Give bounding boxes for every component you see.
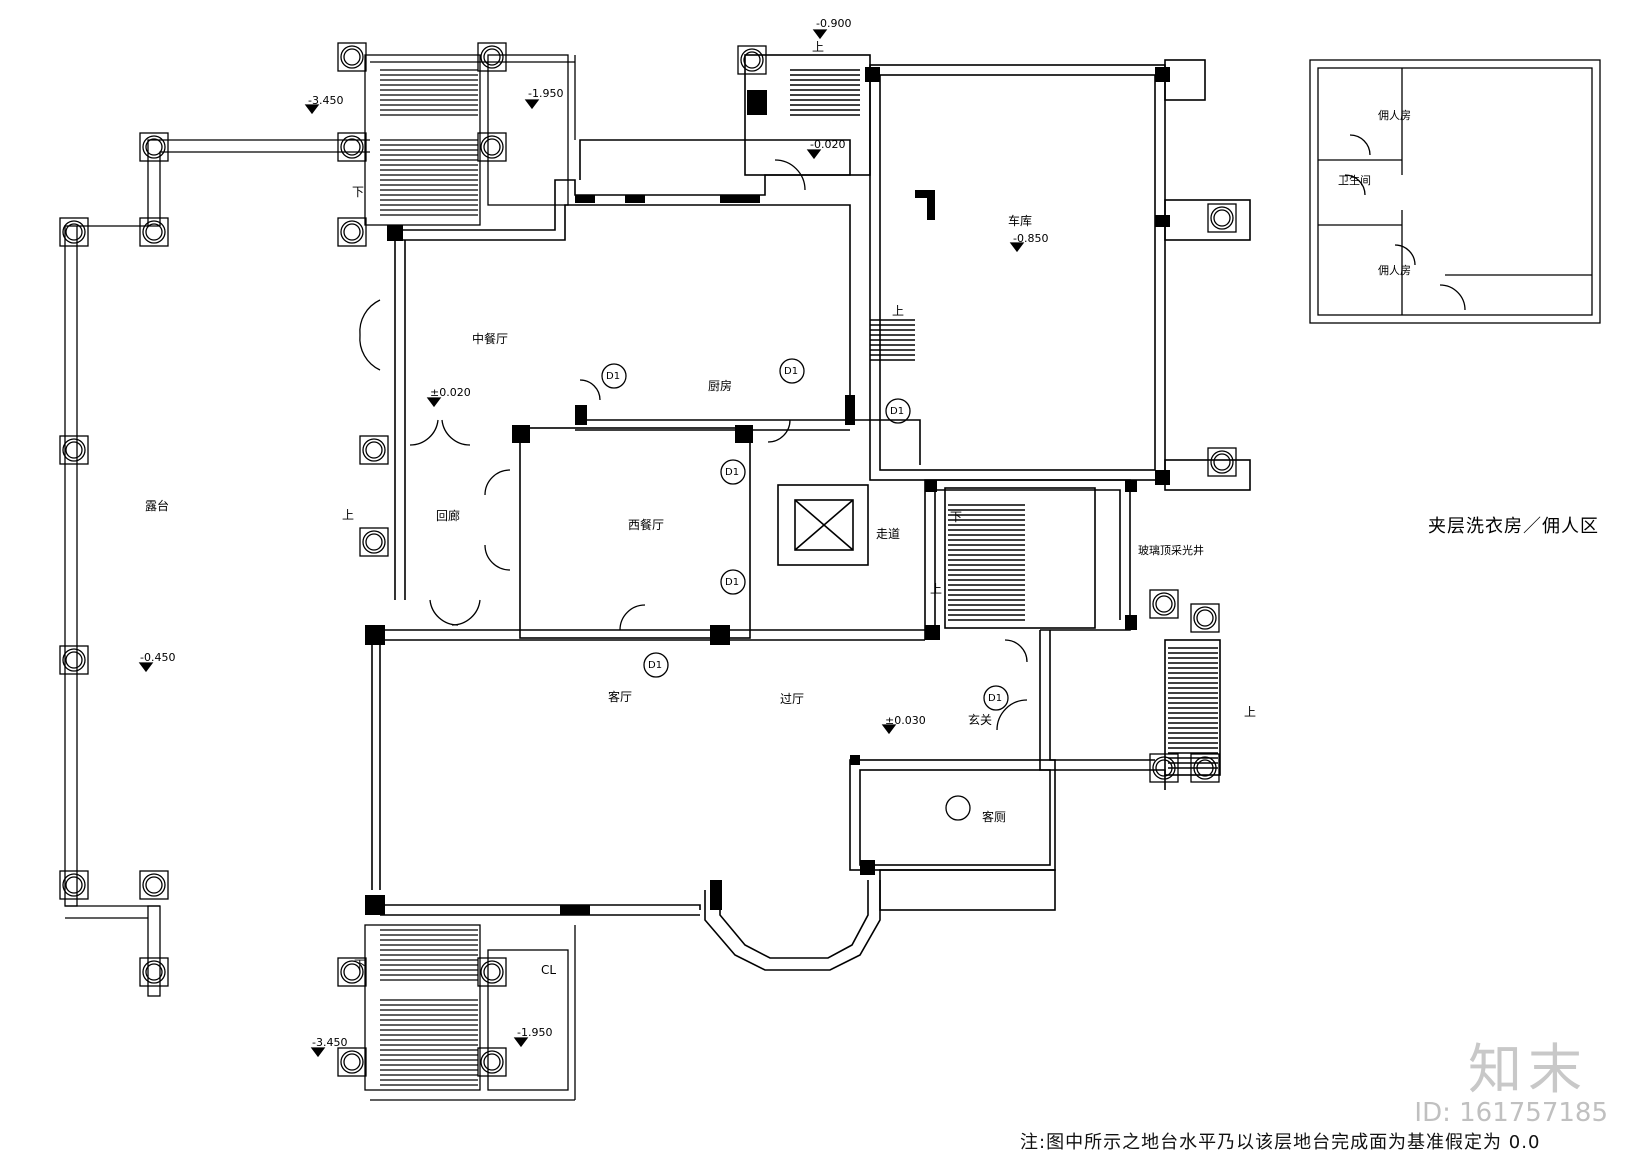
terrace-outline: [64, 139, 370, 997]
level-stair-sw-inner: -1.950: [517, 1026, 553, 1039]
column: [359, 435, 389, 465]
elevation-tag: D1: [648, 660, 663, 671]
column: [59, 645, 89, 675]
room-label-corridor: 回廊: [436, 509, 461, 523]
stair-mark-down: 下: [950, 510, 963, 524]
room-label-servant-room-1: 佣人房: [1378, 109, 1411, 122]
column: [737, 45, 767, 75]
watermark-id: ID: 161757185: [1414, 1098, 1608, 1128]
level-marker: [806, 149, 822, 160]
column: [1207, 447, 1237, 477]
centerline-mark: CL: [541, 963, 557, 977]
column: [139, 870, 169, 900]
level-top-stair: -0.900: [816, 17, 852, 30]
room-label-garage: 车库: [1008, 214, 1033, 228]
column: [337, 957, 367, 987]
column: [337, 132, 367, 162]
column: [337, 42, 367, 72]
column: [59, 435, 89, 465]
elevation-tag-circle: [779, 358, 805, 384]
elevation-tag: D1: [725, 577, 740, 588]
level-markers: [138, 29, 1025, 1058]
level-marker: [310, 1047, 326, 1058]
elevation-tag-circle: [885, 398, 911, 424]
columns: [59, 42, 1237, 1077]
stair-mark-up: 上: [342, 508, 355, 522]
column: [359, 527, 389, 557]
stair-northwest: [364, 54, 576, 226]
room-label-western-dining: 西餐厅: [628, 518, 665, 532]
room-label-guest-wc: 客厕: [982, 810, 1007, 824]
elevation-tag-circle: [601, 363, 627, 389]
wall-fills: [365, 67, 1170, 915]
stair-mark-down: 下: [352, 185, 365, 199]
column: [59, 217, 89, 247]
room-label-servant-room-2: 佣人房: [1378, 264, 1411, 277]
doors: [359, 134, 1466, 731]
stair-southwest: [364, 924, 576, 1101]
elevation-tag: D1: [606, 371, 621, 382]
stair-mark-up: 上: [1244, 705, 1257, 719]
level-marker: [812, 29, 828, 40]
room-label-foyer: 玄关: [968, 713, 993, 727]
drawing-note: 注:图中所示之地台水平乃以该层地台完成面为基准假定为 0.0: [1020, 1132, 1541, 1153]
column: [337, 1047, 367, 1077]
elevation-tag-circle: [945, 795, 971, 821]
level-chinese-dining: ±0.020: [430, 386, 471, 399]
column: [477, 957, 507, 987]
stair-mark-down: 下: [354, 958, 367, 972]
room-label-aisle: 走道: [876, 527, 901, 541]
level-marker: [881, 724, 897, 735]
level-stair-sw-outer: -3.450: [312, 1036, 348, 1049]
stair-mark-up: 上: [930, 582, 943, 596]
column: [477, 1047, 507, 1077]
inset-title: 夹层洗衣房／佣人区: [1428, 516, 1599, 537]
level-marker: [138, 662, 154, 673]
level-stair-nw-outer: -3.450: [308, 94, 344, 107]
level-kitchen-door: -0.020: [810, 138, 846, 151]
elevation-tag: D1: [725, 467, 740, 478]
room-label-bathroom: 卫生间: [1338, 174, 1371, 187]
column: [139, 217, 169, 247]
level-terrace: -0.450: [140, 651, 176, 664]
elevation-tag-circle: [643, 652, 669, 678]
elevation-tag: D1: [784, 366, 799, 377]
level-marker: [513, 1037, 529, 1048]
column: [1190, 603, 1220, 633]
stair-mark-up: 上: [892, 304, 905, 318]
room-label-kitchen: 厨房: [708, 379, 733, 393]
elevation-tag-circle: [720, 569, 746, 595]
watermark: 知末: [1468, 1038, 1588, 1101]
room-label-living-room: 客厅: [608, 690, 633, 704]
level-hall: ±0.030: [885, 714, 926, 727]
column: [59, 870, 89, 900]
stair-mark-up: 上: [812, 40, 825, 54]
room-label-terrace: 露台: [145, 499, 170, 513]
room-label-chinese-dining: 中餐厅: [472, 332, 509, 346]
inset-plan: [1309, 59, 1601, 324]
level-marker: [304, 104, 320, 115]
column: [1149, 589, 1179, 619]
column: [139, 132, 169, 162]
elevation-tag: D1: [890, 406, 905, 417]
elevation-tag-circle: [720, 459, 746, 485]
exterior-walls: [371, 54, 1251, 971]
column: [337, 217, 367, 247]
column: [477, 132, 507, 162]
elevation-tag: D1: [988, 693, 1003, 704]
level-marker: [1009, 242, 1025, 253]
column: [139, 957, 169, 987]
level-garage: -0.850: [1013, 232, 1049, 245]
level-marker: [426, 397, 442, 408]
room-label-hall: 过厅: [780, 692, 805, 706]
level-marker: [524, 99, 540, 110]
room-label-glass-skylight: 玻璃顶采光井: [1138, 544, 1204, 557]
column: [477, 42, 507, 72]
column: [1207, 203, 1237, 233]
level-stair-nw-inner: -1.950: [528, 87, 564, 100]
elevation-tags: [601, 358, 1009, 821]
elevation-tag-circle: [983, 685, 1009, 711]
